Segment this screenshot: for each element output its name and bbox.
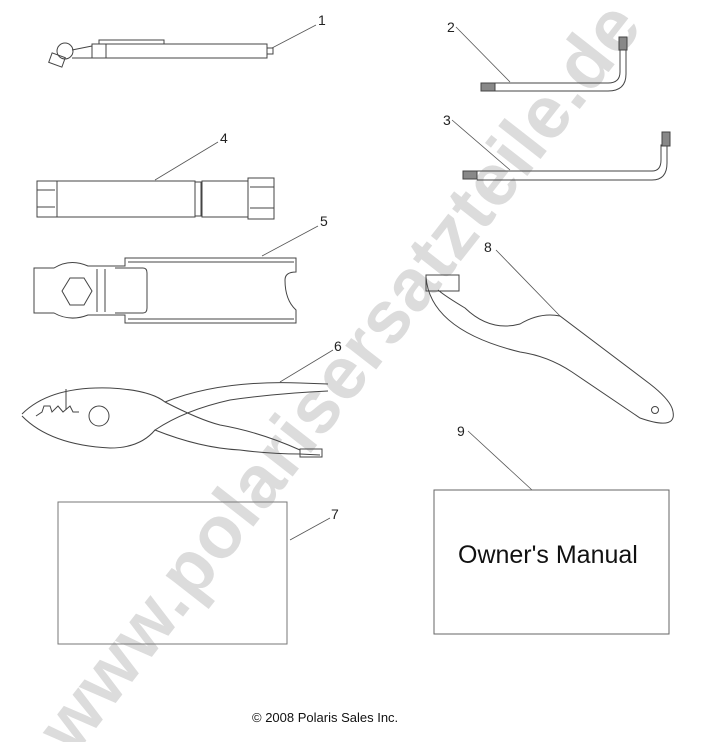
- owners-manual-drawing: [433, 489, 670, 635]
- spark-plug-wrench-drawing: [33, 257, 297, 324]
- owners-manual-label: Owner's Manual: [458, 541, 638, 569]
- socket-extension-drawing: [36, 177, 275, 220]
- torx-l-wrench-short-drawing: [480, 36, 628, 92]
- callout-6: 6: [334, 338, 342, 354]
- tool-bag-drawing: [57, 501, 288, 645]
- callout-4: 4: [220, 130, 228, 146]
- callout-2: 2: [447, 19, 455, 35]
- tire-pressure-gauge-drawing: [48, 39, 274, 68]
- torx-l-wrench-long-drawing: [462, 131, 671, 181]
- callout-5: 5: [320, 213, 328, 229]
- leader-lines: [154, 24, 561, 541]
- callout-3: 3: [443, 112, 451, 128]
- slip-joint-pliers-drawing: [21, 382, 329, 458]
- callout-8: 8: [484, 239, 492, 255]
- spanner-wrench-drawing: [425, 274, 674, 424]
- callout-1: 1: [318, 12, 326, 28]
- callout-7: 7: [331, 506, 339, 522]
- callout-9: 9: [457, 423, 465, 439]
- copyright-text: © 2008 Polaris Sales Inc.: [252, 710, 399, 725]
